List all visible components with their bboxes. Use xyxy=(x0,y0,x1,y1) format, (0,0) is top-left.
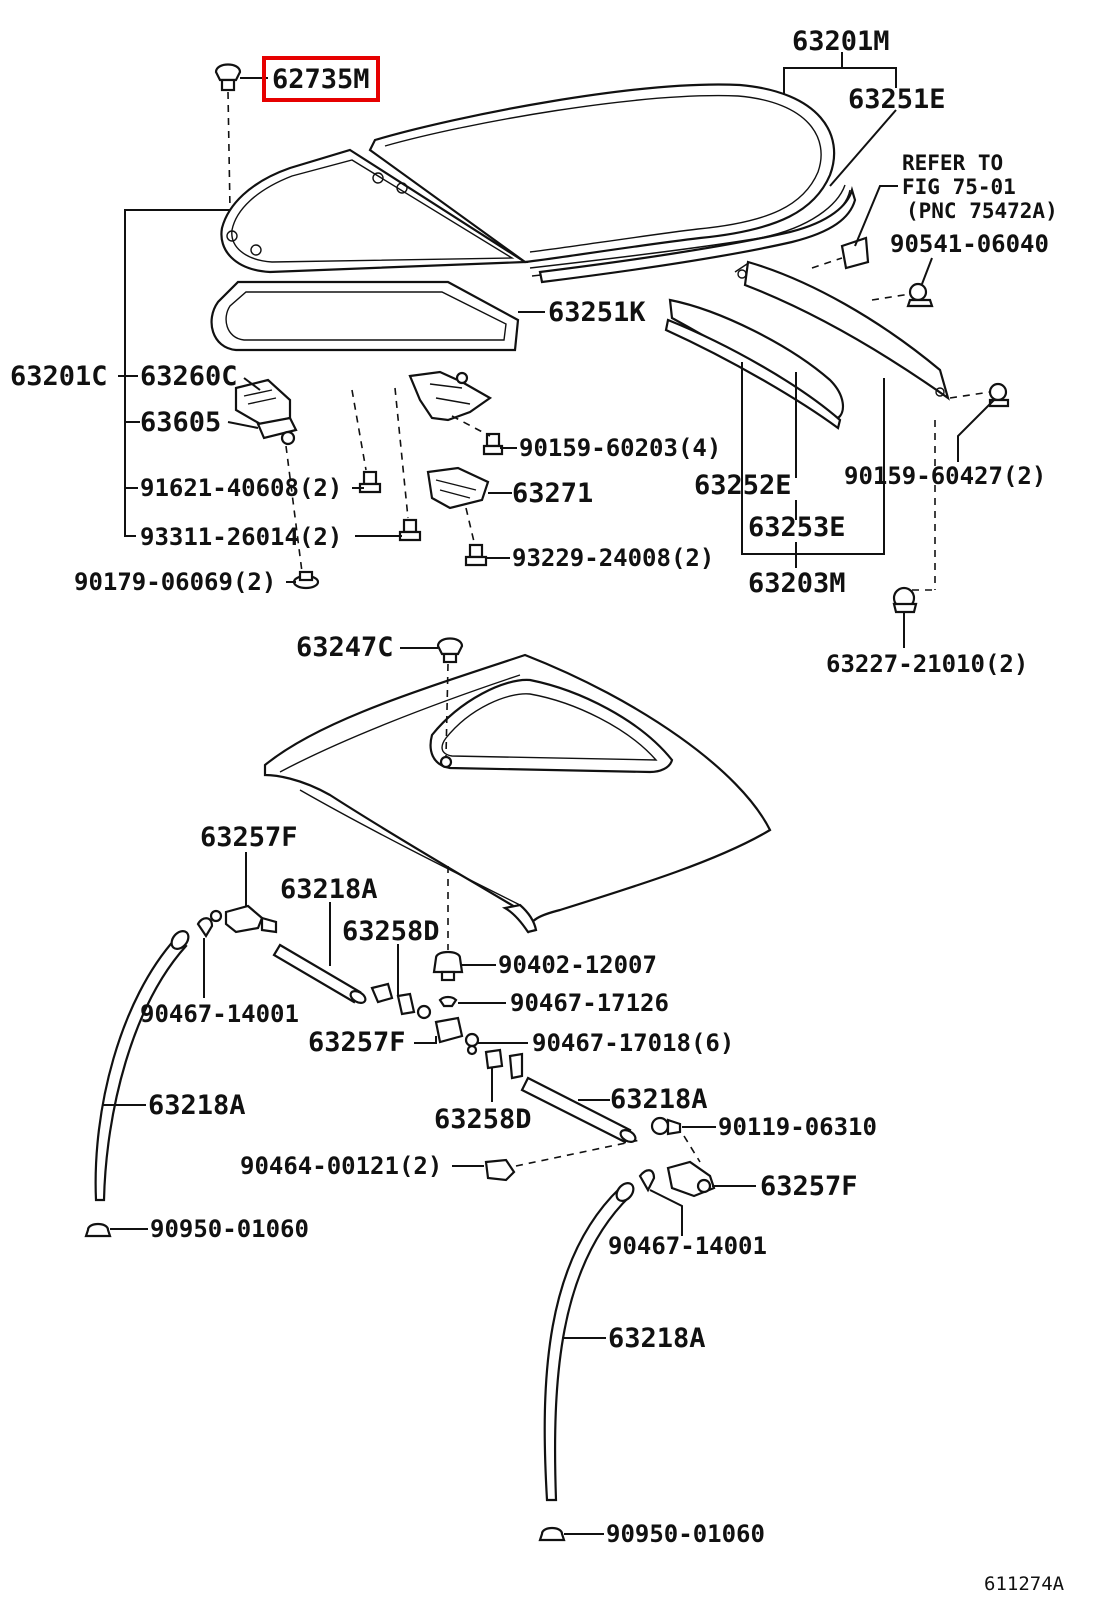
label-63218A-a[interactable]: 63218A xyxy=(280,874,378,905)
leader-lines xyxy=(102,52,995,1535)
label-63251K[interactable]: 63251K xyxy=(548,297,646,328)
label-refer-line2: FIG 75-01 xyxy=(902,175,1016,199)
bolt-91621-40608 xyxy=(358,470,382,494)
label-63201M[interactable]: 63201M xyxy=(792,26,890,57)
label-63258D-b[interactable]: 63258D xyxy=(434,1104,532,1135)
label-63201C[interactable]: 63201C xyxy=(10,361,108,392)
label-63605[interactable]: 63605 xyxy=(140,407,221,438)
label-90467-14001-b[interactable]: 90467-14001 xyxy=(608,1232,767,1260)
label-63227-21010[interactable]: 63227-21010(2) xyxy=(826,650,1028,678)
drain-hose-system xyxy=(84,637,716,1542)
bolt-93311-26014 xyxy=(398,518,422,542)
label-90159-60203[interactable]: 90159-60203(4) xyxy=(519,434,721,462)
label-90541-06040[interactable]: 90541-06040 xyxy=(890,230,1049,258)
clip-63227-21010 xyxy=(892,586,918,614)
screw-90541-06040 xyxy=(906,282,934,308)
label-90402-12007[interactable]: 90402-12007 xyxy=(498,951,657,979)
label-63257F-a[interactable]: 63257F xyxy=(200,822,298,853)
label-93311-26014[interactable]: 93311-26014(2) xyxy=(140,523,342,551)
label-90119-06310[interactable]: 90119-06310 xyxy=(718,1113,877,1141)
roof-shell xyxy=(263,653,772,934)
label-63260C[interactable]: 63260C xyxy=(140,361,238,392)
label-refer-line3[interactable]: (PNC 75472A) xyxy=(906,199,1058,223)
label-91621-40608[interactable]: 91621-40608(2) xyxy=(140,474,342,502)
part-labels: 62735M 63201M 63251E REFER TO FIG 75-01 … xyxy=(10,26,1065,1595)
label-90179-06069[interactable]: 90179-06069(2) xyxy=(74,568,276,596)
label-63247C[interactable]: 63247C xyxy=(296,632,394,663)
label-63203M[interactable]: 63203M xyxy=(748,568,846,599)
bolt-93229-24008 xyxy=(464,543,488,567)
label-62735M[interactable]: 62735M xyxy=(272,64,370,95)
label-63218A-d[interactable]: 63218A xyxy=(608,1323,706,1354)
figure-code: 611274A xyxy=(984,1573,1065,1595)
label-90159-60427[interactable]: 90159-60427(2) xyxy=(844,462,1046,490)
label-90467-17018[interactable]: 90467-17018(6) xyxy=(532,1029,734,1057)
label-90950-01060-b[interactable]: 90950-01060 xyxy=(606,1520,765,1548)
label-63257F-b[interactable]: 63257F xyxy=(308,1027,406,1058)
label-63218A-c[interactable]: 63218A xyxy=(148,1090,246,1121)
label-90467-17126[interactable]: 90467-17126 xyxy=(510,989,669,1017)
label-63218A-b[interactable]: 63218A xyxy=(610,1084,708,1115)
bolt-90159-60203 xyxy=(482,432,504,456)
label-63257F-c[interactable]: 63257F xyxy=(760,1171,858,1202)
label-63271[interactable]: 63271 xyxy=(512,478,593,509)
cap-90179-06069 xyxy=(292,570,320,590)
latch-hardware xyxy=(214,63,1010,614)
label-63251E[interactable]: 63251E xyxy=(848,84,946,115)
label-93229-24008[interactable]: 93229-24008(2) xyxy=(512,544,714,572)
highlight-box xyxy=(262,56,380,102)
label-90464-00121[interactable]: 90464-00121(2) xyxy=(240,1152,442,1180)
roof-glass-assembly xyxy=(210,83,950,430)
label-refer-line1: REFER TO xyxy=(902,151,1003,175)
label-63253E[interactable]: 63253E xyxy=(748,512,846,543)
label-90950-01060-a[interactable]: 90950-01060 xyxy=(150,1215,309,1243)
label-63258D-a[interactable]: 63258D xyxy=(342,916,440,947)
label-63252E[interactable]: 63252E xyxy=(694,470,792,501)
label-90467-14001-a[interactable]: 90467-14001 xyxy=(140,1000,299,1028)
screw-90159-60427 xyxy=(988,382,1010,408)
